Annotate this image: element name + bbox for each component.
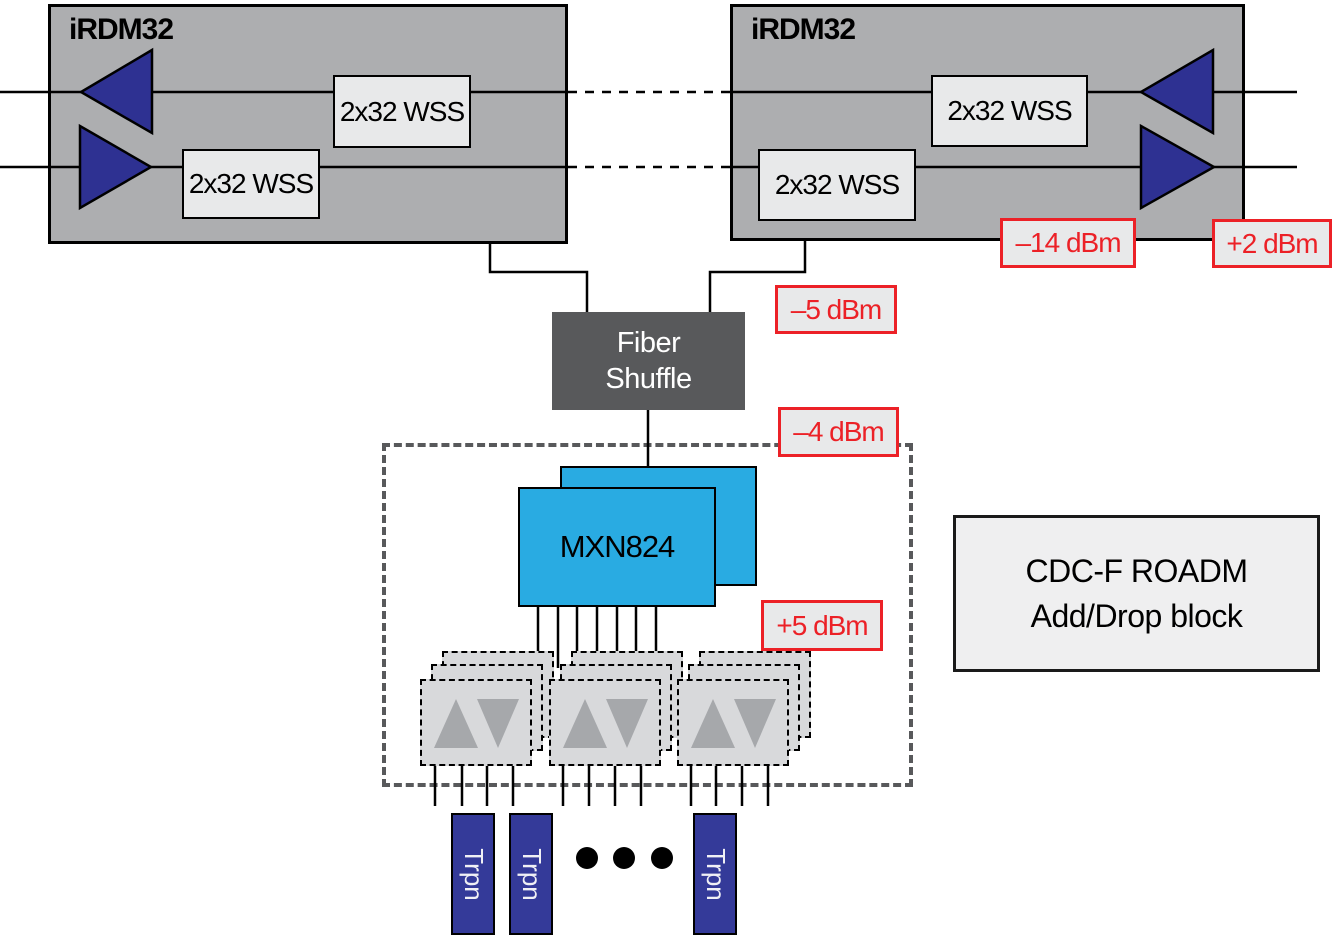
transponder-n: Trpn [693, 813, 737, 935]
irdm32-left-title: iRDM32 [69, 13, 174, 46]
transponder-label: Trpn [700, 847, 731, 901]
adddrop-module-front [549, 679, 661, 766]
adddrop-module-front [677, 679, 789, 766]
wss-label: 2x32 WSS [947, 95, 1072, 126]
transponder-label: Trpn [458, 847, 489, 901]
wss-label: 2x32 WSS [774, 169, 900, 200]
fiber-shuffle-label-line2: Shuffle [605, 363, 692, 395]
adddrop-module-front [420, 679, 532, 766]
power-value: –4 dBm [793, 416, 884, 447]
wss-label: 2x32 WSS [339, 95, 465, 127]
cdcf-roadm-legend-box: CDC-F ROADM Add/Drop block [953, 515, 1320, 672]
wire-right-degree-to-shuffle [708, 240, 807, 312]
wss-right-upper: 2x32 WSS [931, 75, 1088, 147]
power-value: –5 dBm [790, 293, 882, 325]
updown-triangles-icon [563, 699, 648, 748]
mxn824-front-card: MXN824 [518, 487, 716, 607]
cdcf-roadm-legend-line1: CDC-F ROADM [1025, 552, 1248, 589]
irdm32-right-title: iRDM32 [751, 13, 856, 46]
power-value: +2 dBm [1226, 227, 1318, 259]
amplifier-right-tx-icon [1139, 123, 1217, 211]
mxn824-label: MXN824 [559, 529, 676, 564]
amplifier-left-rx-icon [78, 47, 154, 136]
wss-left-lower: 2x32 WSS [182, 149, 320, 219]
power-label-minus14dbm: –14 dBm [1000, 218, 1136, 268]
fiber-shuffle-label-line1: Fiber [616, 326, 681, 359]
power-label-plus5dbm: +5 dBm [761, 600, 883, 651]
amplifier-left-tx-icon [78, 123, 154, 211]
power-label-minus4dbm: –4 dBm [778, 407, 899, 457]
power-label-minus5dbm: –5 dBm [775, 285, 897, 334]
wires-modules-to-transponders [433, 766, 770, 806]
wss-label: 2x32 WSS [188, 168, 314, 199]
transponder-1: Trpn [451, 813, 495, 935]
updown-triangles-icon [434, 699, 519, 748]
wire-left-degree-to-shuffle [488, 243, 589, 312]
transponder-2: Trpn [509, 813, 553, 935]
power-label-plus2dbm: +2 dBm [1212, 219, 1332, 268]
cdcf-roadm-legend-line2: Add/Drop block [1030, 597, 1243, 634]
power-value: +5 dBm [776, 609, 868, 641]
ellipsis-dot [613, 847, 635, 869]
ellipsis-dot [651, 847, 673, 869]
amplifier-right-rx-icon [1138, 47, 1215, 136]
updown-triangles-icon [691, 699, 776, 748]
power-value: –14 dBm [1015, 227, 1121, 258]
wss-right-lower: 2x32 WSS [758, 149, 916, 221]
ellipsis-dot [576, 847, 598, 869]
fiber-shuffle-block: Fiber Shuffle [552, 312, 745, 410]
wss-left-upper: 2x32 WSS [333, 75, 471, 148]
transponder-label: Trpn [516, 847, 547, 901]
